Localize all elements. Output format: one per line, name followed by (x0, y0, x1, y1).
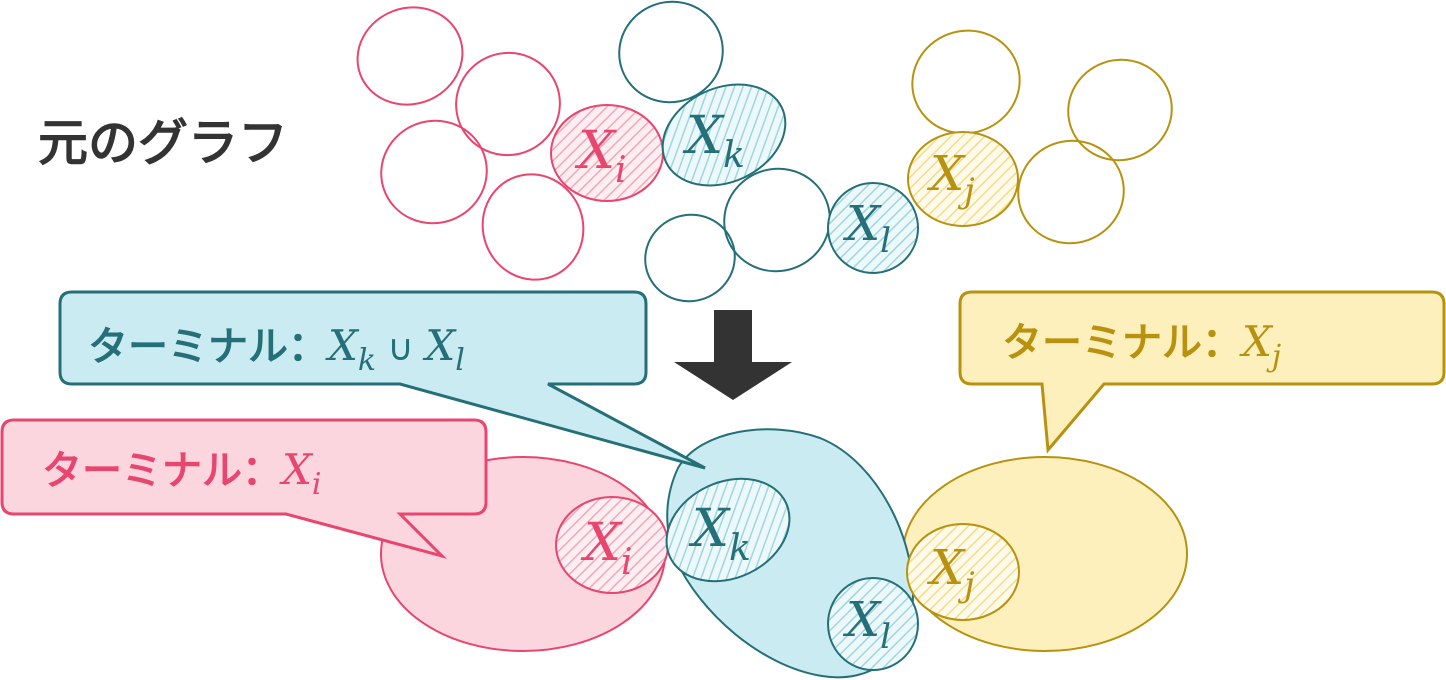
callout-pink-text: ターミナル：Xi (42, 445, 322, 502)
gold-cluster (911, 29, 1173, 245)
gold-node (1017, 139, 1125, 245)
terminal-groups (380, 428, 1188, 679)
teal-node (723, 167, 831, 273)
label-xk-top: Xk (682, 106, 745, 176)
pink-node (481, 173, 585, 281)
label-xl-top: Xl (842, 196, 891, 261)
callout-teal: ターミナル：Xk ∪ Xl (58, 290, 706, 470)
callout-teal-bubble (58, 290, 706, 470)
heading-original-graph: 元のグラフ (38, 114, 288, 172)
label-xi-bottom: Xi (580, 513, 633, 583)
down-arrow-icon (674, 310, 792, 400)
label-xj-top: Xj (926, 146, 975, 211)
callout-teal-text: ターミナル：Xk ∪ Xl (88, 321, 465, 378)
teal-node (618, 0, 724, 104)
label-xl-bottom: Xl (842, 592, 891, 657)
node-xj-top (907, 131, 1019, 227)
teal-cluster (618, 0, 831, 303)
gold-node (911, 29, 1021, 135)
pink-node (356, 6, 464, 106)
node-xj-bottom (906, 523, 1020, 621)
pink-cluster (356, 6, 585, 281)
original-graph (356, 0, 1173, 303)
callout-gold-text: ターミナル：Xj (1002, 317, 1281, 374)
callout-pink: ターミナル：Xi (0, 418, 488, 559)
result-nodes (555, 477, 1020, 671)
teal-node (644, 213, 736, 303)
callout-gold: ターミナル：Xj (958, 290, 1446, 454)
label-xi-top: Xi (574, 121, 627, 191)
label-xj-bottom: Xj (926, 540, 975, 605)
node-xl-bottom (827, 577, 919, 671)
pink-node (380, 119, 488, 225)
node-xk-top (661, 83, 787, 187)
callout-gold-bubble (958, 290, 1446, 454)
node-xk-bottom (665, 477, 791, 583)
gold-node (1067, 58, 1173, 162)
pink-node (455, 51, 561, 157)
node-xl-top (827, 182, 919, 274)
label-xk-bottom: Xk (688, 499, 751, 569)
callout-pink-bubble (0, 418, 488, 559)
